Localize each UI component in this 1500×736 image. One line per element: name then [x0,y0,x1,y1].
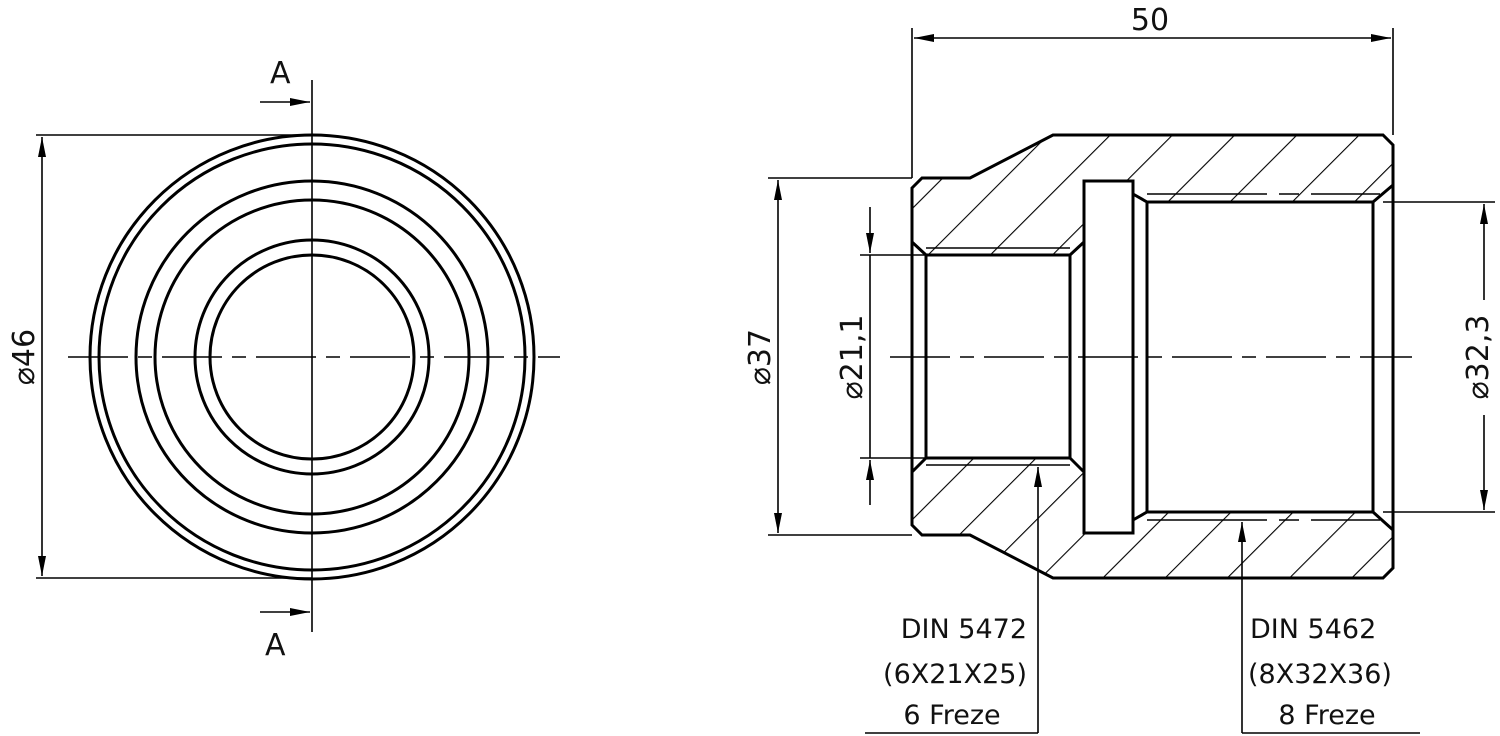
section-label-top: A [270,56,291,91]
callout-1-spec: (6X21X25) [883,659,1027,690]
section-view: 50 ⌀37 ⌀21,1 ⌀32,3 DIN 5472 (6X21X25) 6 … [743,3,1498,734]
large-bore-chamfers [1132,183,1395,532]
callout-2-standard: DIN 5462 [1250,614,1376,645]
dimension-32-label: ⌀32,3 [1461,315,1496,400]
label-background [1458,300,1498,415]
callout-2-spec: (8X32X36) [1248,659,1392,690]
hatched-material [912,135,1393,578]
callout-1-standard: DIN 5472 [901,614,1027,645]
dimension-46-label: ⌀46 [7,329,42,385]
bore-chamfers [910,240,1086,474]
dimension-21-label: ⌀21,1 [835,315,870,400]
front-view: A A ⌀46 [7,56,560,663]
dimension-50-label: 50 [1131,3,1169,38]
section-label-bottom: A [265,628,286,663]
callout-2-note: 8 Freze [1278,700,1375,731]
outer-profile [910,133,1395,580]
callout-1-note: 6 Freze [903,700,1000,731]
dimension-37-label: ⌀37 [743,329,778,385]
